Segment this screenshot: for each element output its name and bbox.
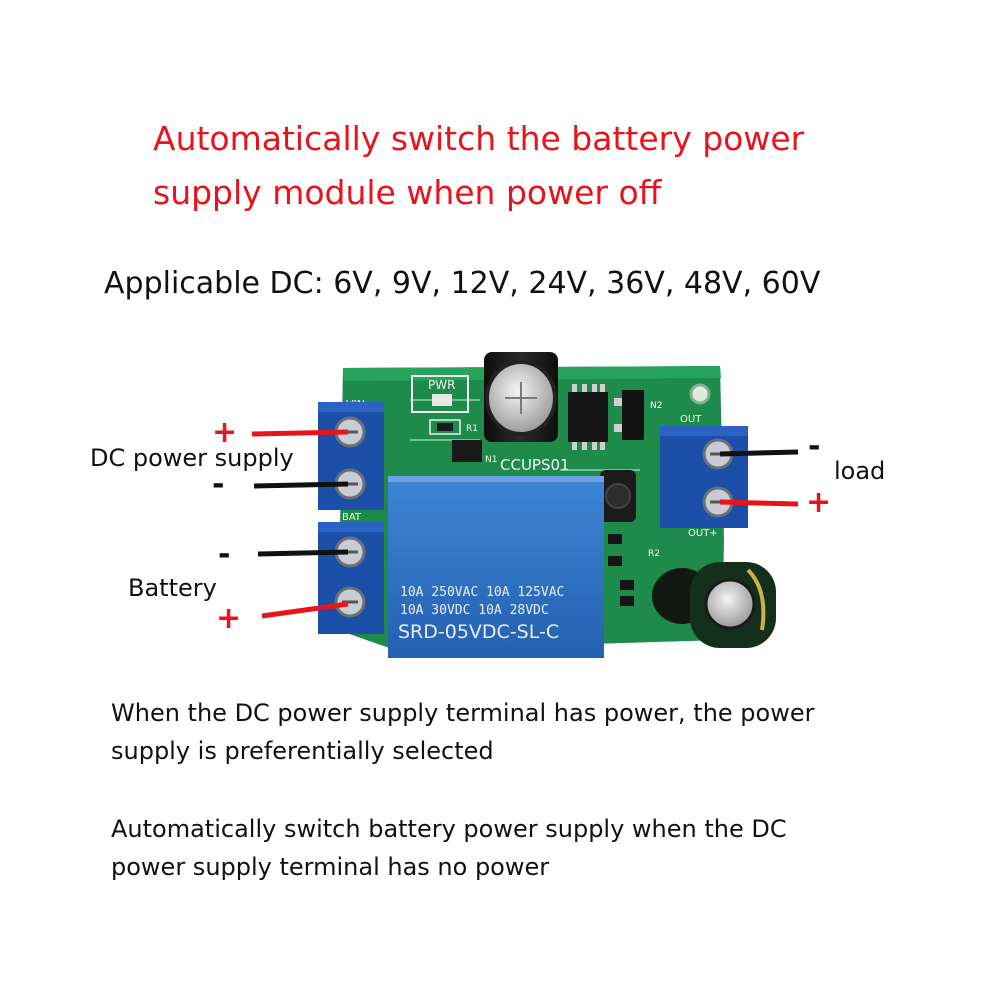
model-label: CCUPS01	[500, 456, 570, 474]
applicable-voltages: Applicable DC: 6V, 9V, 12V, 24V, 36V, 48…	[104, 266, 821, 301]
load-minus-wire	[719, 449, 799, 457]
load-plus-sign: +	[806, 485, 832, 520]
description-paragraph-2: Automatically switch battery power suppl…	[111, 810, 941, 886]
battery-minus-sign: -	[218, 537, 231, 572]
n2-label: N2	[650, 401, 662, 411]
battery-plus-sign: +	[216, 601, 242, 636]
title-line-1: Automatically switch the battery power	[153, 119, 805, 158]
capacitor-bottom	[652, 562, 776, 648]
description-1-line-2: supply is preferentially selected	[111, 737, 494, 765]
out-label: OUT	[680, 414, 702, 425]
battery-terminal	[318, 522, 384, 634]
description-paragraph-1: When the DC power supply terminal has po…	[111, 694, 941, 770]
dc-plus-wire	[251, 429, 349, 437]
bat-label: BAT	[342, 512, 362, 523]
chip-n1	[452, 440, 482, 462]
title: Automatically switch the battery power s…	[153, 112, 913, 220]
title-line-2: supply module when power off	[153, 173, 662, 212]
load-plus-wire	[719, 499, 799, 507]
load-label: load	[834, 457, 886, 485]
r1-label: R1	[466, 424, 478, 434]
dc-power-supply-label: DC power supply	[90, 444, 294, 472]
load-minus-sign: -	[808, 429, 821, 464]
battery-label: Battery	[128, 574, 217, 602]
dc-minus-wire	[253, 481, 349, 489]
battery-plus-wire	[261, 601, 349, 619]
pwr-label: PWR	[428, 378, 455, 392]
relay-line-1: 10A 250VAC 10A 125VAC	[400, 585, 564, 600]
description-1-line-1: When the DC power supply terminal has po…	[111, 699, 815, 727]
inductor	[600, 470, 636, 522]
out-plus-label: OUT+	[688, 528, 718, 539]
relay-line-2: 10A 30VDC 10A 28VDC	[400, 603, 549, 618]
r2-label: R2	[648, 549, 660, 559]
dc-plus-sign: +	[212, 415, 238, 450]
output-terminal	[660, 426, 748, 528]
transistor-n2	[614, 390, 644, 440]
relay	[388, 476, 604, 658]
capacitor-top	[484, 352, 558, 442]
resistor-r1	[429, 419, 461, 435]
ic-chip	[568, 384, 608, 450]
relay-model: SRD-05VDC-SL-C	[398, 621, 559, 643]
dc-input-terminal	[318, 402, 384, 510]
n1-label: N1	[485, 455, 497, 465]
battery-minus-wire	[257, 549, 349, 557]
dc-minus-sign: -	[212, 467, 225, 502]
pwr-led	[411, 375, 469, 413]
description-2-line-2: power supply terminal has no power	[111, 853, 550, 881]
smd-parts	[608, 534, 634, 606]
description-2-line-1: Automatically switch battery power suppl…	[111, 815, 787, 843]
